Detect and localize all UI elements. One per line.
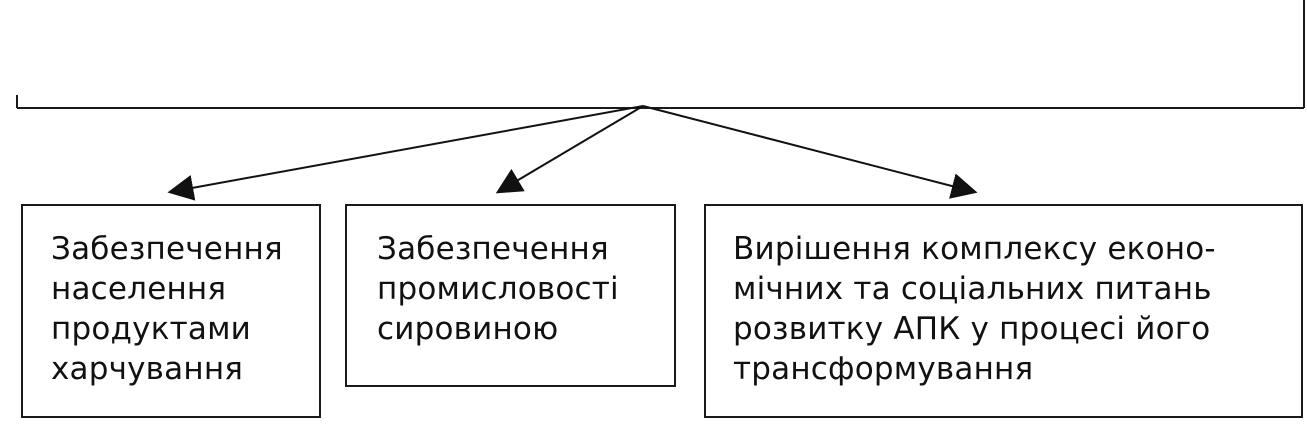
arrow-to-box-3 [642, 105, 978, 199]
top-block [16, 0, 1305, 109]
goal-box-food-supply-text: Забезпечення населення продуктами харчув… [51, 231, 283, 387]
arrow-to-box-1 [167, 105, 644, 201]
goal-box-raw-materials-text: Забезпечення промисловості сировиною [377, 231, 619, 347]
goal-box-raw-materials: Забезпечення промисловості сировиною [345, 204, 676, 387]
arrow-to-box-2 [495, 105, 644, 194]
goal-box-food-supply: Забезпечення населення продуктами харчув… [21, 204, 321, 418]
goal-box-socio-economic-text: Вирішення комплексу еконо- мічних та соц… [733, 231, 1216, 387]
goal-box-socio-economic: Вирішення комплексу еконо- мічних та соц… [704, 204, 1303, 418]
